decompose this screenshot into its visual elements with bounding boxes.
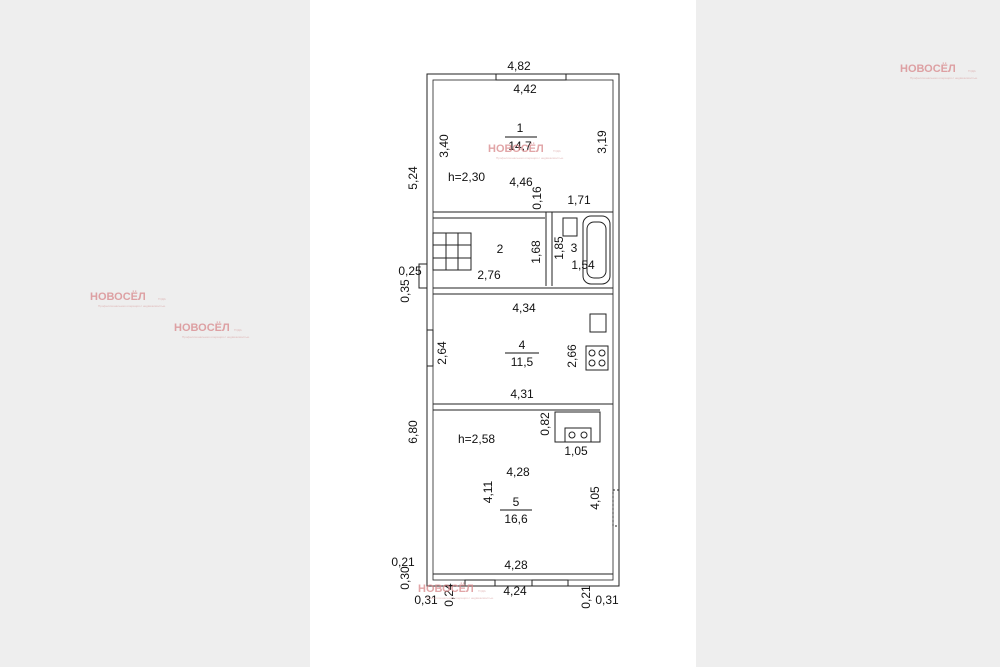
watermark-tagline: Профессиональная операция с недвижимость…: [98, 304, 166, 308]
dim-wall-016: 0,16: [530, 186, 544, 210]
dim-bath-width: 1,54: [571, 258, 595, 272]
entry-door: [418, 263, 428, 289]
plan-sheet: [310, 0, 696, 667]
dimensions: 4,82 4,42 5,24 3,40 3,19 4,46 0,16 1,71 …: [391, 59, 619, 609]
watermark-badge: ГОДА: [158, 297, 166, 301]
dim-bath-top: 1,71: [567, 193, 591, 207]
watermark-brand: НОВОСЁЛ: [488, 142, 544, 155]
watermark: НОВОСЁЛ Профессиональная операция с недв…: [174, 321, 250, 339]
stove: [585, 345, 609, 371]
dim-left-outer-lower: 6,80: [406, 420, 420, 444]
dim-room1-bottom: 4,46: [509, 175, 533, 189]
window: [426, 329, 434, 367]
ceiling-height-1: h=2,30: [448, 170, 485, 184]
burner: [588, 349, 596, 357]
watermark-brand: НОВОСЁЛ: [174, 321, 230, 334]
dim-top-inner: 4,42: [513, 82, 537, 96]
hob: [564, 427, 592, 443]
room-5-area: 16,6: [504, 512, 528, 526]
watermark-badge: ГОДА: [553, 149, 561, 153]
dim-wall-035: 0,35: [398, 279, 412, 303]
dim-bath-height: 1,85: [552, 236, 566, 260]
watermark-brand: НОВОСЁЛ: [900, 62, 956, 75]
watermark-tagline: Профессиональная операция с недвижимость…: [182, 335, 250, 339]
room-2-number: 2: [497, 242, 504, 256]
watermarks: НОВОСЁЛ Профессиональная операция с недв…: [90, 62, 978, 600]
dim-room5-bottom: 4,28: [504, 558, 528, 572]
room-4-area: 11,5: [511, 355, 534, 369]
dim-room2-width: 2,76: [477, 268, 501, 282]
stairs: [432, 232, 472, 271]
door: [612, 489, 620, 527]
dim-top-outer: 4,82: [507, 59, 531, 73]
watermark: НОВОСЁЛ Профессиональная операция с недв…: [900, 62, 978, 80]
watermark-badge: ГОДА: [234, 328, 242, 332]
watermark-brand: НОВОСЁЛ: [418, 582, 474, 595]
dim-room5-top: 4,28: [506, 465, 530, 479]
dim-corner-021-left: 0,21: [391, 555, 415, 569]
room-4-number: 4: [519, 338, 526, 352]
ceiling-height-2: h=2,58: [458, 432, 495, 446]
dim-left-outer-upper: 5,24: [406, 166, 420, 190]
burner: [588, 359, 596, 367]
dim-corner-021-right: 0,21: [579, 585, 593, 609]
dim-corner-030: 0,30: [398, 566, 412, 590]
watermark-tagline: Профессиональная операция с недвижимость…: [496, 156, 564, 160]
dim-room4-left: 2,64: [435, 341, 449, 365]
wc: [562, 217, 578, 237]
watermark-tagline: Профессиональная операция с недвижимость…: [426, 596, 494, 600]
dim-room4-right: 2,66: [565, 344, 579, 368]
dim-bottom-outer: 4,24: [503, 584, 527, 598]
watermark-tagline: Профессиональная операция с недвижимость…: [910, 76, 978, 80]
bathtub: [582, 215, 611, 285]
room-labels: 1 14,7 2 3 4 11,5 5 16,6 h=2,30 h=2,58: [448, 121, 578, 526]
window: [464, 579, 496, 587]
dim-room2-height: 1,68: [529, 240, 543, 264]
dim-kitchen-082: 0,82: [538, 412, 552, 436]
watermark: НОВОСЁЛ Профессиональная операция с недв…: [418, 582, 494, 600]
watermark-badge: ГОДА: [968, 69, 976, 73]
inner-outline: [432, 79, 614, 581]
dim-corner-031-right: 0,31: [595, 593, 619, 607]
bathtub-inner: [586, 221, 607, 279]
kitchen-counter: [554, 411, 601, 443]
dim-room4-bottom: 4,31: [510, 387, 534, 401]
windows: [418, 73, 620, 587]
room-1-area: 14,7: [508, 139, 532, 153]
watermark-brand: НОВОСЁЛ: [90, 290, 146, 303]
dim-corner-024: 0,24: [442, 583, 456, 607]
sink: [589, 313, 607, 333]
burner: [598, 359, 606, 367]
window: [495, 73, 567, 81]
watermark-badge: ГОДА: [478, 589, 486, 593]
room-5-number: 5: [513, 495, 520, 509]
burner: [568, 431, 576, 439]
dim-wall-025: 0,25: [398, 264, 422, 278]
watermark: НОВОСЁЛ Профессиональная операция с недв…: [90, 290, 166, 308]
dim-room5-left: 4,11: [481, 480, 495, 503]
dim-room1-right: 3,19: [595, 130, 609, 154]
burner: [580, 431, 588, 439]
dim-corner-031-left: 0,31: [414, 593, 438, 607]
room-3-number: 3: [571, 241, 578, 255]
dim-room1-left: 3,40: [437, 134, 451, 158]
dim-room5-right: 4,05: [588, 486, 602, 510]
window: [531, 579, 569, 587]
dim-room4-top: 4,34: [512, 301, 536, 315]
dim-kitchen-105: 1,05: [564, 444, 588, 458]
burner: [598, 349, 606, 357]
room-1-number: 1: [517, 121, 524, 135]
watermark: НОВОСЁЛ Профессиональная операция с недв…: [488, 142, 564, 160]
